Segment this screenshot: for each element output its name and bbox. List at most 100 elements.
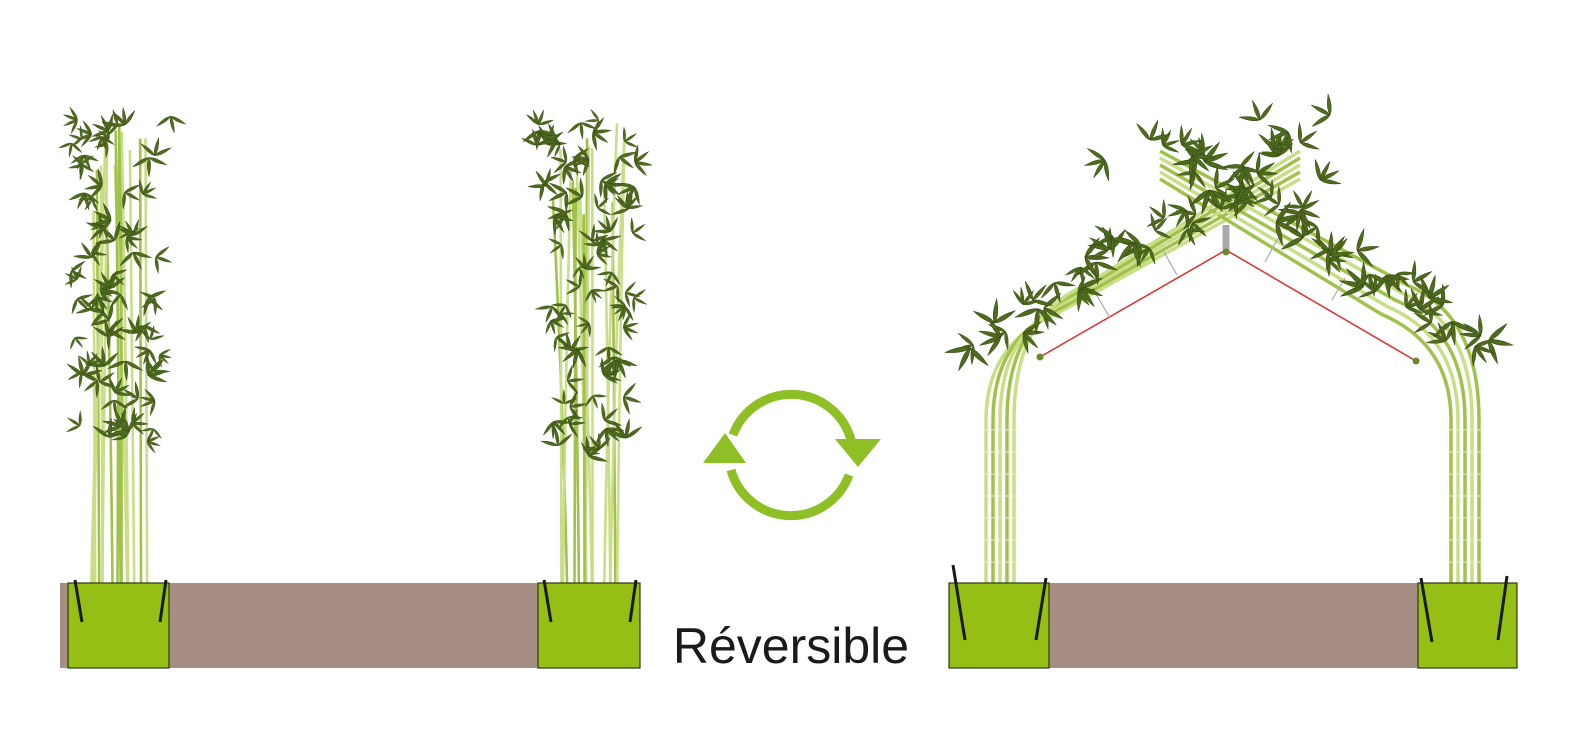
planter-left-a [67, 582, 170, 669]
leaf-cluster [119, 251, 153, 270]
leaf-cluster [1310, 93, 1332, 127]
leaf-cluster [978, 317, 1002, 357]
leaf-cluster [131, 157, 168, 178]
leaf-cluster [70, 336, 89, 351]
leaf-cluster [585, 288, 606, 304]
leaf-cluster [1404, 288, 1425, 314]
leaf-cluster [108, 412, 137, 435]
leaf-cluster [567, 122, 597, 140]
stakes-left [73, 579, 638, 623]
leaf-cluster [602, 278, 620, 303]
leaf-cluster [1267, 124, 1293, 154]
bamboo-cane [1159, 170, 1460, 605]
leaf-cluster [139, 179, 158, 199]
bamboo-cane [104, 193, 114, 601]
leaf-cluster [1262, 185, 1282, 217]
leaf-cluster [630, 216, 647, 242]
leaf-cluster [599, 171, 618, 198]
leaf-cluster [94, 220, 121, 244]
bamboo-arch [984, 149, 1482, 605]
leaf-cluster [1188, 217, 1213, 243]
planter-left-b [537, 582, 641, 669]
leaf-cluster [525, 109, 555, 126]
leaf-cluster [70, 154, 99, 170]
leaf-cluster [65, 410, 82, 433]
leaf-cluster [596, 238, 613, 266]
bamboo-cane [1159, 177, 1453, 605]
planter-right-b [1417, 582, 1518, 669]
leaf-cluster [582, 432, 611, 451]
leaf-cluster [972, 298, 1016, 324]
leaf-cluster [1189, 189, 1233, 215]
leaf-cluster [69, 260, 88, 289]
leaf-cluster [1255, 151, 1279, 188]
bamboo-cane [575, 168, 588, 601]
leaf-cluster [106, 317, 126, 350]
leaf-cluster [1471, 339, 1496, 368]
upright-bamboo-scene [58, 106, 653, 669]
leaf-cluster [72, 241, 102, 259]
leaf-cluster [552, 209, 574, 236]
leaf-cluster [1150, 212, 1173, 239]
bamboo-cane [984, 177, 1301, 605]
leaf-cluster [122, 184, 141, 210]
leaf-cluster [140, 136, 172, 156]
leaf-cluster [1275, 201, 1301, 247]
leaf-cluster [83, 168, 103, 200]
leaf-cluster [1309, 237, 1331, 272]
leaf-cluster [1315, 158, 1342, 185]
leaf-cluster [95, 124, 110, 148]
leaf-cluster [1014, 308, 1057, 334]
leaf-cluster [64, 265, 82, 285]
leaf-cluster [1189, 145, 1216, 179]
bamboo-clump-left [58, 106, 187, 601]
leaf-cluster [944, 346, 989, 372]
leaf-cluster [595, 427, 625, 448]
leaf-cluster [117, 218, 148, 236]
bamboo-cane [998, 163, 1301, 605]
reverse-cycle-icon [703, 389, 881, 521]
leaf-cluster [547, 238, 564, 260]
leaf-cluster [68, 192, 100, 211]
leaf-cluster [156, 115, 187, 134]
leaf-cluster [1166, 204, 1190, 231]
stakes-right [951, 564, 1509, 643]
leaf-cluster [117, 314, 152, 334]
bamboo-cane [991, 170, 1301, 605]
leaf-cluster [622, 126, 639, 148]
arch-foliage [944, 93, 1514, 372]
leaf-cluster [1488, 322, 1514, 365]
leaf-cluster [139, 388, 156, 417]
leaf-cluster [139, 291, 157, 316]
leaf-cluster [557, 346, 587, 370]
leaf-cluster [1296, 199, 1321, 232]
leaf-cluster [596, 271, 621, 287]
leaf-cluster [1433, 320, 1475, 346]
leaf-cluster [616, 182, 640, 206]
leaf-cluster [1356, 227, 1381, 268]
leaf-cluster [91, 202, 112, 235]
leaf-cluster [140, 428, 162, 441]
leaf-cluster [1040, 281, 1076, 304]
planter-right-a [948, 582, 1050, 669]
leaf-cluster [542, 420, 572, 440]
leaf-cluster [598, 356, 632, 377]
bamboo-cane [573, 187, 578, 601]
leaf-cluster [122, 380, 140, 409]
leaf-cluster [95, 364, 117, 388]
leaf-cluster [1107, 237, 1141, 268]
leaf-cluster [1297, 121, 1321, 150]
leaf-cluster [1352, 273, 1391, 298]
leaf-cluster [1179, 124, 1202, 152]
bamboo-cane [128, 149, 136, 601]
leaf-cluster [100, 399, 129, 417]
leaf-cluster [68, 125, 83, 148]
leaf-cluster [1214, 165, 1236, 202]
leaf-cluster [568, 409, 586, 438]
leaf-cluster [527, 167, 551, 188]
leaf-cluster [623, 382, 642, 415]
ground-path-right [1048, 583, 1420, 668]
leaf-cluster [1146, 198, 1166, 227]
leaf-cluster [537, 122, 557, 158]
